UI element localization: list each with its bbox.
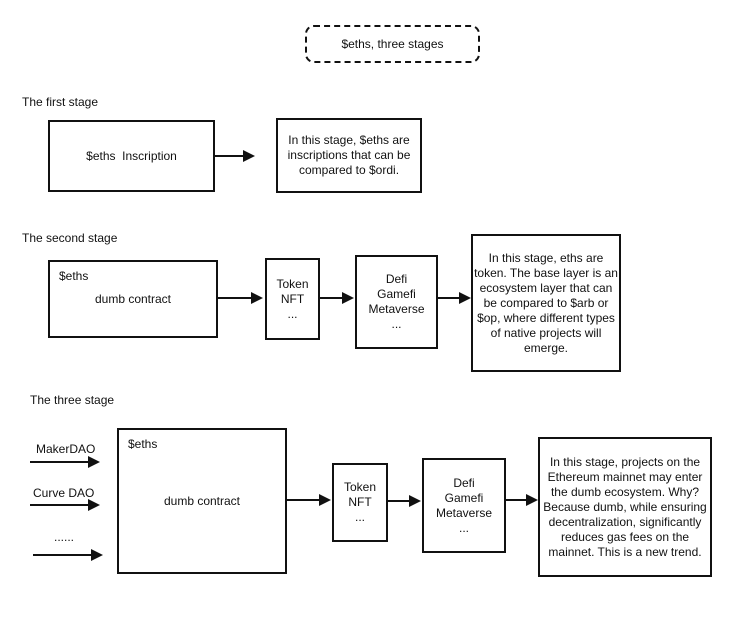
arrow-shaft (320, 297, 345, 299)
diagram-title: $eths, three stages (341, 37, 444, 51)
arrow-right-icon (287, 494, 331, 506)
arrow-head (88, 499, 100, 511)
stage3-input-curvedao: Curve DAO (33, 486, 95, 500)
arrow-head (319, 494, 331, 506)
stage2-description-box: In this stage, eths are token. The base … (471, 234, 621, 372)
arrow-head (251, 292, 263, 304)
arrow-head (409, 495, 421, 507)
arrow-head (342, 292, 354, 304)
arrow-shaft (30, 504, 91, 506)
stage3-main-box-tag: $eths (128, 437, 158, 451)
stage1-main-box: $eths Inscription (48, 120, 215, 192)
arrow-shaft (218, 297, 254, 299)
arrow-shaft (506, 499, 529, 501)
stage2-main-box: $eths dumb contract (48, 260, 218, 338)
arrow-right-icon (30, 499, 100, 511)
stage1-description-box: In this stage, $eths are inscriptions th… (276, 118, 422, 193)
stage2-label: The second stage (22, 231, 118, 245)
arrow-right-icon (215, 150, 255, 162)
stage1-description: In this stage, $eths are inscriptions th… (287, 133, 411, 177)
stage3-input-makerdao: MakerDAO (36, 442, 96, 456)
arrow-shaft (388, 500, 412, 502)
stage3-main-box: $eths dumb contract (117, 428, 287, 574)
arrow-right-icon (388, 495, 421, 507)
stage1-label: The first stage (22, 95, 99, 109)
arrow-right-icon (506, 494, 538, 506)
stage3-input-ellipsis: ...... (54, 530, 75, 544)
arrow-shaft (287, 499, 322, 501)
arrow-shaft (30, 461, 91, 463)
arrow-right-icon (320, 292, 354, 304)
stage2-description: In this stage, eths are token. The base … (474, 250, 618, 355)
arrow-head (459, 292, 471, 304)
stage3-description-box: In this stage, projects on the Ethereum … (538, 437, 712, 577)
stage2-token-box-label: Token NFT ... (276, 276, 309, 321)
stage3-token-box-label: Token NFT ... (343, 480, 377, 524)
arrow-shaft (215, 155, 246, 157)
stage2-defi-box-label: Defi Gamefi Metaverse ... (368, 272, 425, 331)
stage3-label: The three stage (30, 393, 115, 407)
arrow-shaft (438, 297, 462, 299)
stage3-token-box: Token NFT ... (332, 463, 388, 542)
stage2-main-box-label: dumb contract (94, 291, 172, 306)
stage2-defi-box: Defi Gamefi Metaverse ... (355, 255, 438, 349)
stage3-defi-box: Defi Gamefi Metaverse ... (422, 458, 506, 553)
arrow-head (526, 494, 538, 506)
arrow-head (88, 456, 100, 468)
stage2-token-box: Token NFT ... (265, 258, 320, 340)
arrow-shaft (33, 554, 94, 556)
stage3-defi-box-label: Defi Gamefi Metaverse ... (435, 475, 493, 535)
arrow-right-icon (218, 292, 263, 304)
stage3-main-box-label: dumb contract (163, 493, 241, 508)
stage2-main-box-tag: $eths (59, 269, 89, 283)
stage3-description: In this stage, projects on the Ethereum … (543, 454, 707, 559)
arrow-head (243, 150, 255, 162)
arrow-head (91, 549, 103, 561)
title-box: $eths, three stages (305, 25, 480, 63)
arrow-right-icon (438, 292, 471, 304)
arrow-right-icon (33, 549, 103, 561)
arrow-right-icon (30, 456, 100, 468)
stage1-main-box-label: $eths Inscription (86, 148, 177, 163)
